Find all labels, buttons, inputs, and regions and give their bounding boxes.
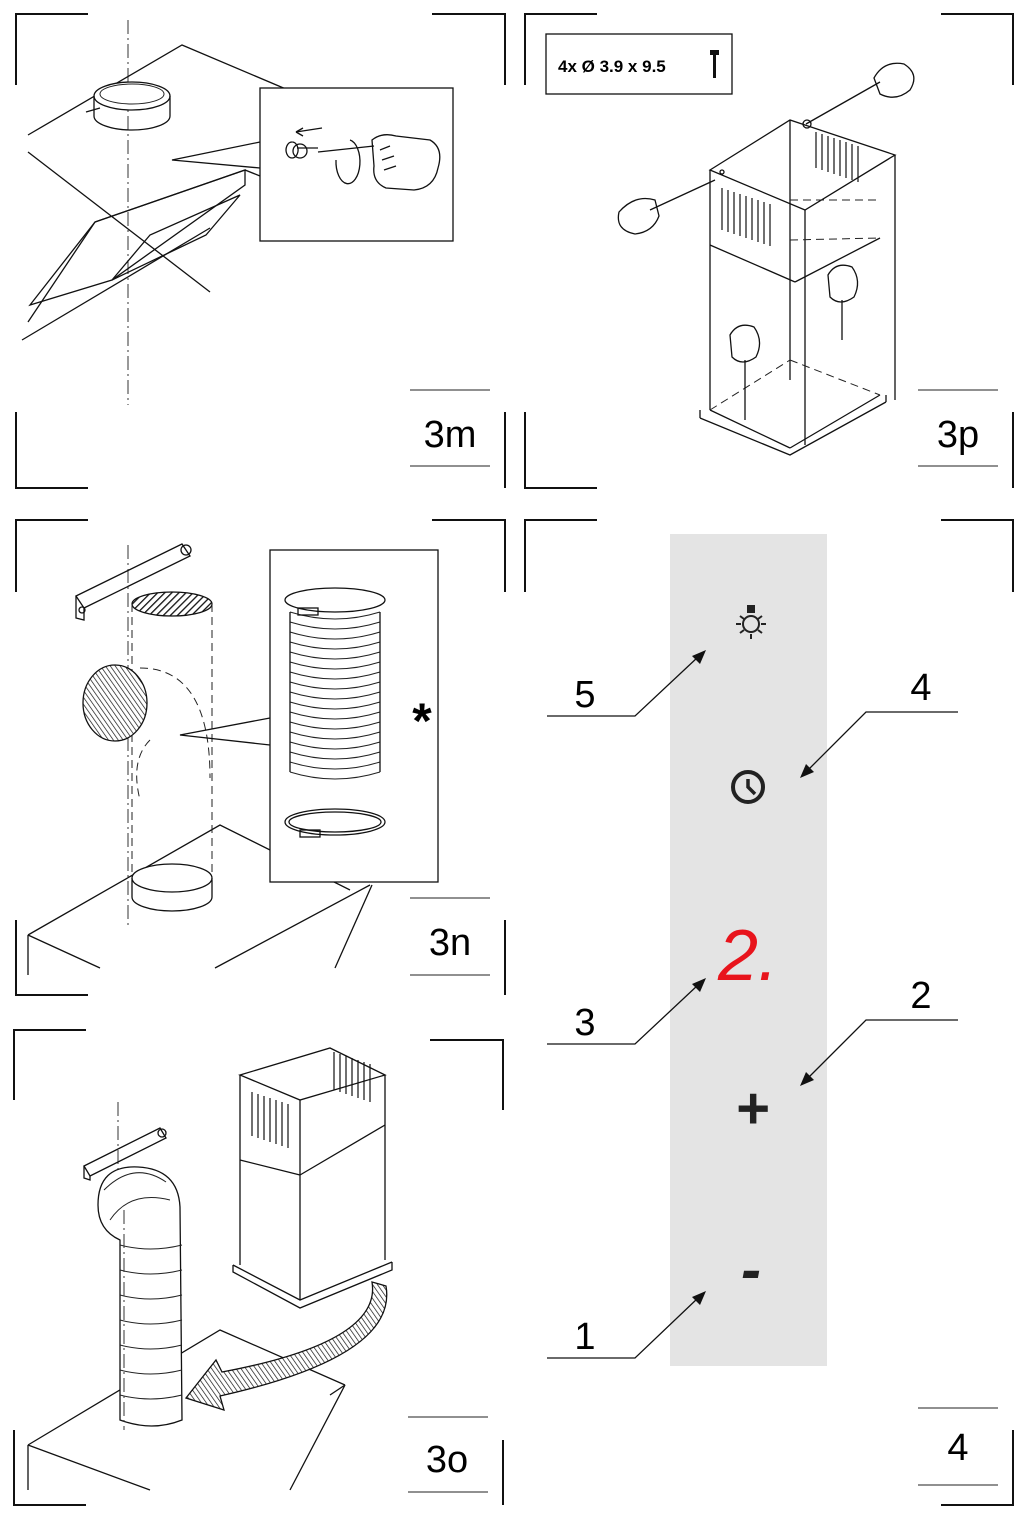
panel-3n-label: 3n [429,922,471,964]
callout-4: 4 [800,667,958,778]
flexible-duct-3o [97,1166,183,1430]
callout-number-5: 5 [574,674,595,716]
callout-3m [171,87,454,242]
hood-body-3n [27,545,373,975]
panel-3p-frame [524,13,1014,489]
vent-slots-back [815,132,859,182]
callout-5: 5 [547,650,706,717]
panel-3p: 3p 4x Ø 3.9 x 9.5 [524,13,1014,489]
speed-display: 2. [717,916,778,996]
control-panel-strip [670,534,827,1366]
minus-icon[interactable]: - [741,1236,761,1303]
optional-accessory-asterisk: * [412,693,432,749]
callout-number-2: 2 [910,975,931,1017]
callout-2: 2 [800,975,958,1086]
panel-4-label: 4 [947,1427,968,1469]
timer-button[interactable] [731,770,765,804]
callout-number-1: 1 [574,1316,595,1358]
chimney-telescopic-3p [699,119,897,456]
panel-4: 4 2. + - [524,519,1014,1506]
callout-3: 3 [547,978,706,1045]
callout-1: 1 [547,1291,706,1359]
callout-3n [179,549,439,883]
panel-3m-frame [15,13,506,489]
panel-3n-frame [15,519,506,996]
callout-number-4: 4 [910,667,931,709]
vent-slots-3o [251,1052,371,1148]
panel-3p-label: 3p [937,414,979,456]
vent-slots-front [721,188,771,246]
hood-body-3m [21,20,301,405]
panel-3o-label: 3o [426,1439,468,1481]
screw-icon [710,50,719,78]
duct-cylinder-3n [82,591,213,880]
panel-3o-frame [13,1029,504,1506]
flexible-hose-icon [284,587,386,838]
chimney-upper-3o [232,1047,393,1309]
screw-spec-text: 4x Ø 3.9 x 9.5 [558,57,666,76]
screwdriver-hands-3p [617,62,915,420]
panel-3m-label: 3m [424,414,477,456]
mounting-bracket-3n [75,543,192,621]
timer-icon [731,770,765,804]
panel-3n: 3n [15,519,506,996]
plus-icon[interactable]: + [735,1076,769,1141]
screw-spec-box: 4x Ø 3.9 x 9.5 [545,33,733,95]
light-button[interactable] [736,605,766,639]
panel-4-frame [524,519,1014,1506]
panel-3o: 3o [13,1029,504,1506]
panel-3m: 3m [15,13,506,489]
placement-arrow-icon [184,1281,388,1411]
callout-number-3: 3 [574,1002,595,1044]
light-icon [736,605,766,639]
